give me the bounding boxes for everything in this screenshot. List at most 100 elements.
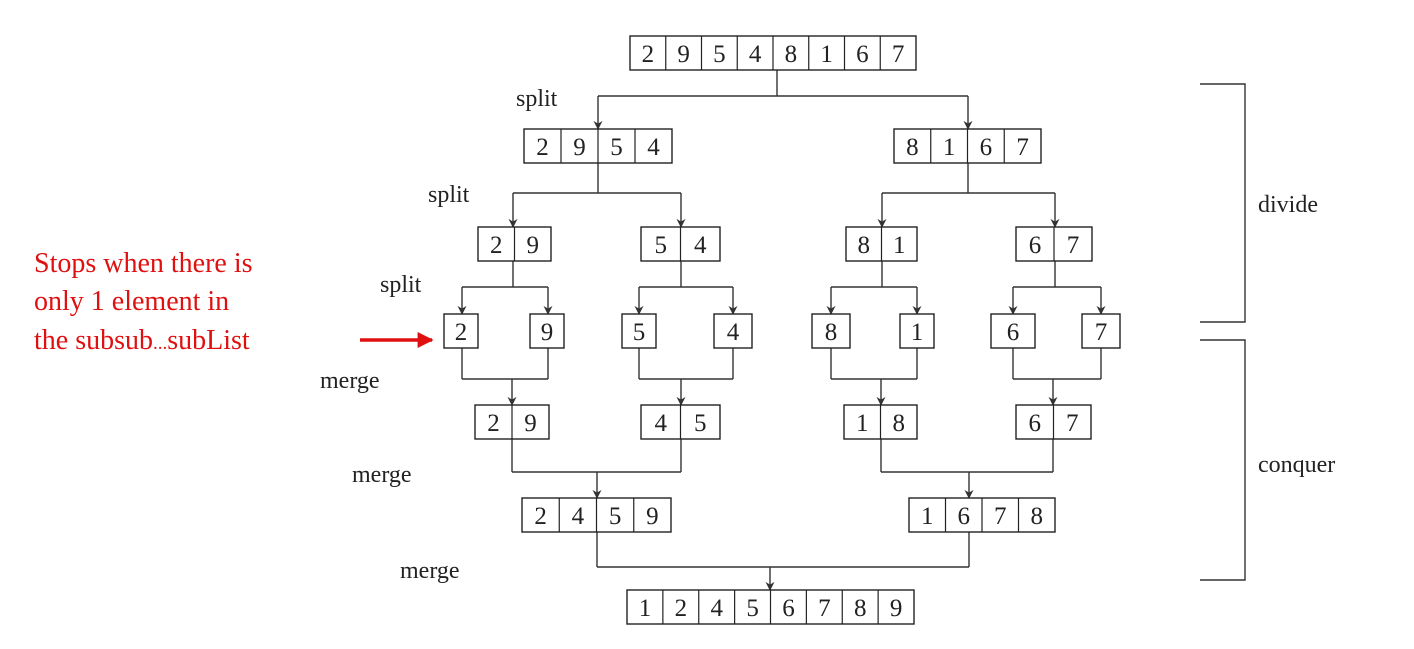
annotation-ellipsis: ... [153,333,167,354]
array-cell-value: 6 [1029,410,1042,437]
annotation-line-1: Stops when there is [34,248,253,279]
array-cell-value: 8 [825,319,838,346]
array-cell-value: 5 [610,134,623,161]
array-cell-value: 4 [647,134,660,161]
array-single-3: 5 [621,313,657,349]
array-frame [899,313,935,349]
array-cell-value: 5 [713,41,726,68]
array-frame [529,313,565,349]
annotation-line-2: only 1 element in [34,286,229,317]
array-cell-value: 8 [1031,503,1044,530]
array-cell-value: 6 [1007,319,1020,346]
step-labels: splitsplitsplitmergemergemergedivideconq… [320,83,1335,584]
array-cell-value: 7 [1016,134,1029,161]
array-cell-value: 2 [536,134,549,161]
array-cell-value: 8 [893,410,906,437]
array-cell-value: 4 [655,410,668,437]
conquer-label: conquer [1258,452,1335,478]
array-cell-value: 4 [710,595,723,622]
array-single-5: 8 [811,313,851,349]
array-single-2: 9 [529,313,565,349]
array-frame [811,313,851,349]
array-cell-value: 7 [892,41,905,68]
array-single-4: 4 [713,313,753,349]
array-single-6: 1 [899,313,935,349]
array-cell-value: 6 [856,41,869,68]
array-cell-value: 2 [675,595,688,622]
divide-label: divide [1258,192,1318,218]
array-cell-value: 7 [1066,410,1079,437]
base-case-annotation: Stops when there is only 1 element in the … [34,248,434,356]
array-cell-value: 5 [609,503,622,530]
array-cell-value: 1 [943,134,956,161]
split-label: split [428,182,470,208]
array-cell-value: 4 [727,319,740,346]
array-cell-value: 6 [1029,232,1042,259]
array-cell-value: 1 [893,232,906,259]
array-cell-value: 5 [694,410,707,437]
array-cell-value: 9 [541,319,554,346]
array-cell-value: 9 [890,595,903,622]
merge-label: merge [400,558,460,584]
array-cell-value: 4 [572,503,585,530]
merge-label: merge [352,462,412,488]
conquer-bracket [1200,339,1246,581]
annotation-segment: subList [167,325,250,356]
annotation-segment: the subsub [34,325,153,356]
array-single-7: 6 [990,313,1036,349]
connector-lines [457,70,1106,591]
array-frame [713,313,753,349]
array-cell-value: 9 [527,232,540,259]
array-cell-value: 2 [490,232,503,259]
array-cell-value: 8 [785,41,798,68]
array-cell-value: 1 [911,319,924,346]
array-cell-value: 9 [524,410,537,437]
array-cell-value: 1 [639,595,652,622]
array-cell-value: 5 [746,595,759,622]
array-frame [990,313,1036,349]
array-cell-value: 5 [633,319,646,346]
array-single-1: 2 [443,313,479,349]
array-cell-value: 1 [820,41,833,68]
array-cell-value: 9 [677,41,690,68]
array-cell-value: 4 [749,41,762,68]
array-frame [621,313,657,349]
array-cell-value: 7 [1095,319,1108,346]
array-cell-value: 6 [782,595,795,622]
array-cell-value: 9 [573,134,586,161]
divide-bracket [1200,83,1246,323]
array-cell-value: 1 [921,503,934,530]
array-cell-value: 1 [856,410,869,437]
array-cell-value: 2 [487,410,500,437]
array-cell-value: 6 [980,134,993,161]
annotation-line-3: the subsub...subList [34,325,250,356]
array-frame [1081,313,1121,349]
array-single-8: 7 [1081,313,1121,349]
array-cell-value: 7 [994,503,1007,530]
array-frame [443,313,479,349]
array-cell-value: 2 [455,319,468,346]
array-cell-value: 7 [818,595,831,622]
array-cell-value: 9 [646,503,659,530]
array-cell-value: 8 [906,134,919,161]
array-cell-value: 2 [534,503,547,530]
array-cell-value: 8 [854,595,867,622]
array-cell-value: 7 [1067,232,1080,259]
array-cell-value: 4 [694,232,707,259]
array-cell-value: 5 [655,232,668,259]
array-cell-value: 6 [958,503,971,530]
